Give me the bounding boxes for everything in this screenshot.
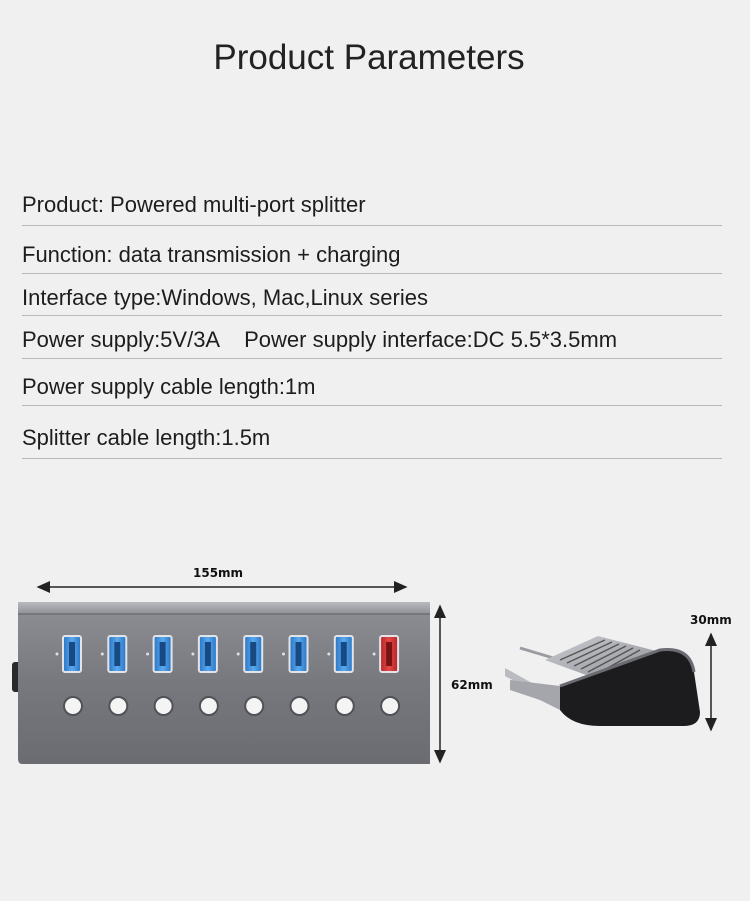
- port-tongue: [295, 642, 302, 666]
- port-tongue: [69, 642, 75, 666]
- port-switch-button: [380, 696, 401, 716]
- port-tongue: [250, 642, 257, 666]
- side-height-label: 30mm: [690, 613, 732, 627]
- port-tongue: [159, 642, 166, 666]
- port-tongue: [204, 642, 211, 666]
- led-indicator: [282, 652, 285, 656]
- port-tongue: [340, 642, 347, 666]
- param-product: Product: Powered multi-port splitter: [22, 192, 366, 217]
- port-switch-button: [244, 696, 265, 716]
- led-indicator: [327, 652, 331, 656]
- led-indicator: [100, 652, 104, 656]
- param-power-cable: Power supply cable length:1m: [22, 374, 316, 399]
- led-indicator: [372, 652, 376, 656]
- led-indicator: [55, 652, 59, 656]
- led-indicator: [146, 652, 150, 656]
- page-title: Product Parameters: [213, 38, 525, 77]
- port-switch-button: [198, 696, 219, 716]
- divider: [22, 405, 722, 406]
- led-indicator: [191, 652, 195, 656]
- param-splitter-cable: Splitter cable length:1.5m: [22, 425, 271, 450]
- port-switch-button: [108, 696, 129, 716]
- divider: [22, 225, 722, 226]
- port-switch-button: [334, 696, 355, 716]
- divider: [22, 458, 722, 459]
- usb-hub: [18, 602, 430, 764]
- length-label: 155mm: [193, 566, 244, 580]
- param-power-supply: Power supply:5V/3A: [22, 327, 221, 352]
- port-tongue: [114, 642, 121, 666]
- param-power-interface: Power supply interface:DC 5.5*3.5mm: [244, 327, 618, 352]
- param-function: Function: data transmission + charging: [22, 242, 401, 267]
- param-interface: Interface type:Windows, Mac,Linux series: [22, 285, 428, 310]
- divider: [22, 358, 722, 359]
- port-tongue: [386, 642, 393, 666]
- height-label: 62mm: [451, 678, 493, 692]
- hub-side-view: [505, 636, 700, 726]
- port-switch-button: [63, 696, 83, 716]
- port-switch-button: [153, 696, 174, 716]
- divider: [22, 273, 722, 274]
- led-indicator: [236, 652, 240, 656]
- divider: [22, 315, 722, 316]
- port-switch-button: [289, 696, 310, 716]
- param-power-row: Power supply:5V/3A Power supply interface…: [22, 327, 722, 353]
